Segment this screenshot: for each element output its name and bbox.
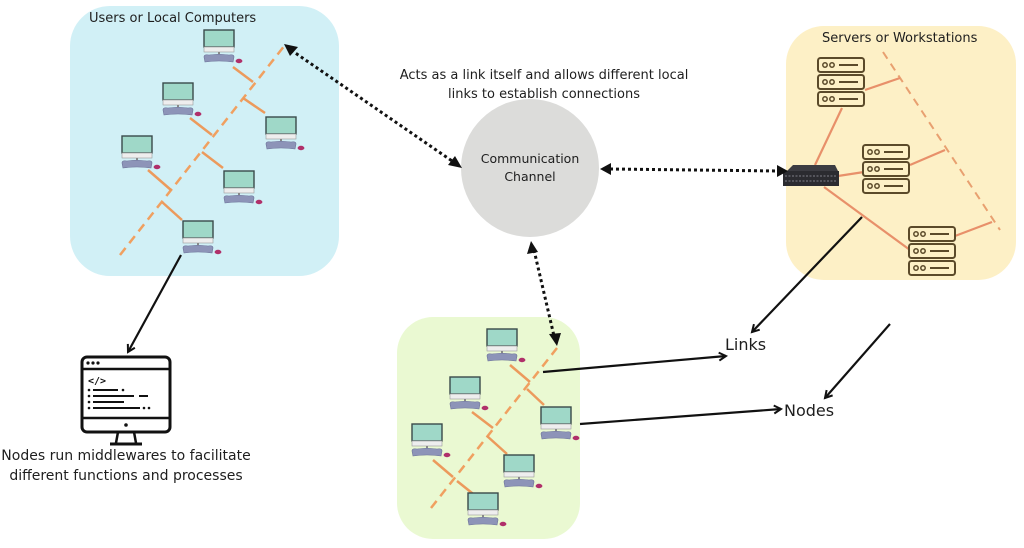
middleware-caption-line-2: different functions and processes: [9, 468, 243, 484]
channel-label-line-2: Channel: [504, 169, 556, 184]
bottom-bus-topology: [430, 347, 558, 509]
middleware-caption: Nodes run middlewares to facilitate diff…: [0, 446, 256, 486]
channel-caption: Acts as a link itself and allows differe…: [386, 66, 702, 104]
servers-branch-2: [909, 148, 946, 167]
arrowhead-channel-right: [600, 163, 611, 175]
channel-caption-line-2: links to establish connections: [448, 87, 640, 102]
channel-label-line-1: Communication: [480, 151, 580, 166]
switch-to-server-2: [837, 170, 865, 178]
bottom-to-channel-link[interactable]: [532, 249, 556, 337]
servers-to-nodes-arrow: [825, 323, 891, 398]
users-branch-2: [242, 96, 266, 115]
arrowhead-switch: [777, 165, 788, 177]
channel-label: Communication Channel: [461, 150, 599, 186]
servers-to-links-arrow: [752, 216, 863, 332]
servers-branch-1: [864, 76, 901, 92]
server-1[interactable]: [817, 57, 865, 107]
arrowhead-channel-left: [448, 156, 462, 168]
bottom-branch-3: [471, 411, 494, 429]
server-2[interactable]: [862, 144, 910, 194]
bottom-bus-line: [430, 347, 558, 509]
network-switch-icon[interactable]: [783, 165, 839, 186]
bottom-branch-2: [526, 388, 545, 406]
code-monitor-icon: </>: [80, 355, 172, 446]
servers-branch-3: [954, 220, 993, 238]
users-to-middleware-arrow: [128, 254, 182, 352]
bottom-to-links-arrow: [542, 356, 726, 374]
bottom-branch-5: [432, 459, 454, 478]
bottom-branch-4: [486, 435, 508, 455]
users-branch-4: [201, 151, 224, 169]
users-bus-topology: [119, 44, 286, 256]
middleware-caption-line-1: Nodes run middlewares to facilitate: [1, 448, 251, 464]
users-branch-5: [147, 169, 172, 191]
bottom-group-panel: [397, 317, 580, 539]
links-label: Links: [725, 335, 767, 354]
arrowhead-users-end: [284, 44, 298, 56]
switch-to-server-1: [814, 107, 843, 166]
servers-to-channel-link[interactable]: [609, 167, 779, 173]
dotted-connectors: [284, 44, 788, 346]
arrowhead-bottom-group: [549, 333, 561, 346]
arrowhead-channel-bottom: [527, 241, 538, 254]
users-branch-1: [232, 66, 254, 83]
channel-caption-line-1: Acts as a link itself and allows differe…: [399, 68, 689, 83]
bottom-to-nodes-arrow: [579, 409, 781, 426]
users-group-panel: [70, 6, 339, 276]
servers-bus-topology: [814, 51, 1001, 251]
users-branch-3: [189, 117, 213, 136]
switch-to-server-3: [823, 186, 911, 251]
servers-bus-line: [882, 51, 1001, 231]
communication-channel-node[interactable]: [461, 99, 599, 237]
users-group-title: Users or Local Computers: [89, 11, 257, 26]
servers-group-title: Servers or Workstations: [822, 31, 978, 46]
svg-text:</>: </>: [88, 376, 106, 387]
nodes-label: Nodes: [784, 401, 835, 420]
server-3[interactable]: [908, 226, 956, 276]
bottom-branch-1: [509, 364, 531, 383]
users-branch-6: [161, 201, 183, 221]
solid-arrows: [128, 216, 891, 426]
